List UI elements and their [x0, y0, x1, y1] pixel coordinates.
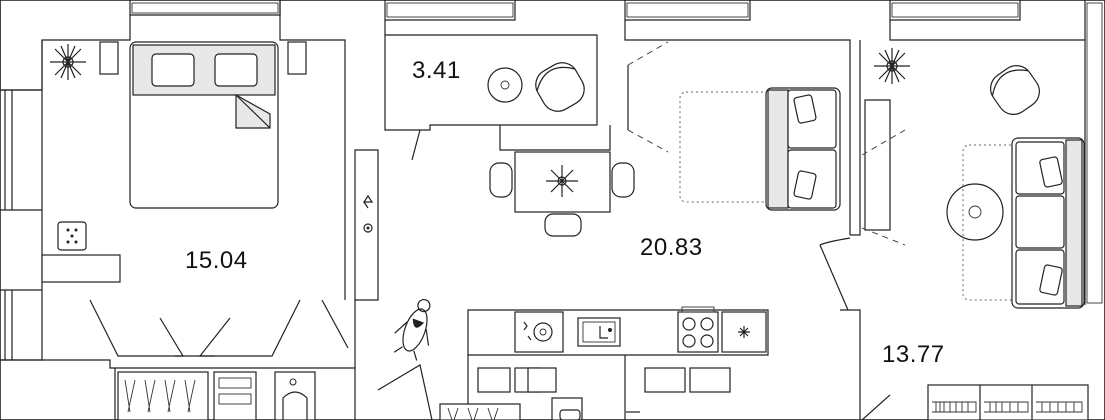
kitchen-door	[377, 364, 433, 420]
area-label-room-right: 13.77	[882, 341, 945, 368]
round-table-icon	[946, 183, 1004, 241]
area-label-living: 20.83	[640, 234, 703, 261]
living-door	[819, 237, 851, 311]
area-label-balcony: 3.41	[412, 57, 461, 84]
wall-decor	[362, 194, 374, 233]
area-label-bedroom: 15.04	[185, 247, 248, 274]
toilet	[274, 371, 316, 420]
wardrobe-2	[439, 397, 640, 420]
window-door-right	[861, 129, 906, 246]
plant-icon	[546, 165, 578, 197]
penguin-toy-icon	[393, 298, 431, 361]
rug-right	[962, 144, 1049, 301]
windows	[131, 2, 1103, 304]
stove-icon	[677, 306, 719, 353]
dining-set	[489, 151, 635, 237]
bed	[99, 41, 307, 209]
sofa-icon	[765, 87, 841, 211]
bedroom-doors	[89, 299, 349, 357]
lower-cabinets	[477, 367, 731, 393]
plant-icon	[874, 48, 910, 84]
bookshelf	[927, 384, 1089, 420]
armchair-icon	[990, 65, 1040, 115]
door-arc-right	[861, 394, 891, 420]
wardrobe	[117, 371, 257, 420]
sofa-icon	[1011, 137, 1085, 309]
nightstand	[41, 221, 121, 283]
fridge	[721, 311, 767, 353]
balcony-door	[627, 41, 669, 153]
balcony-furniture	[411, 62, 585, 161]
kitchen-counter	[514, 311, 564, 353]
sink-icon	[577, 317, 621, 347]
plant-icon	[50, 44, 86, 80]
armchair-icon	[535, 62, 585, 112]
